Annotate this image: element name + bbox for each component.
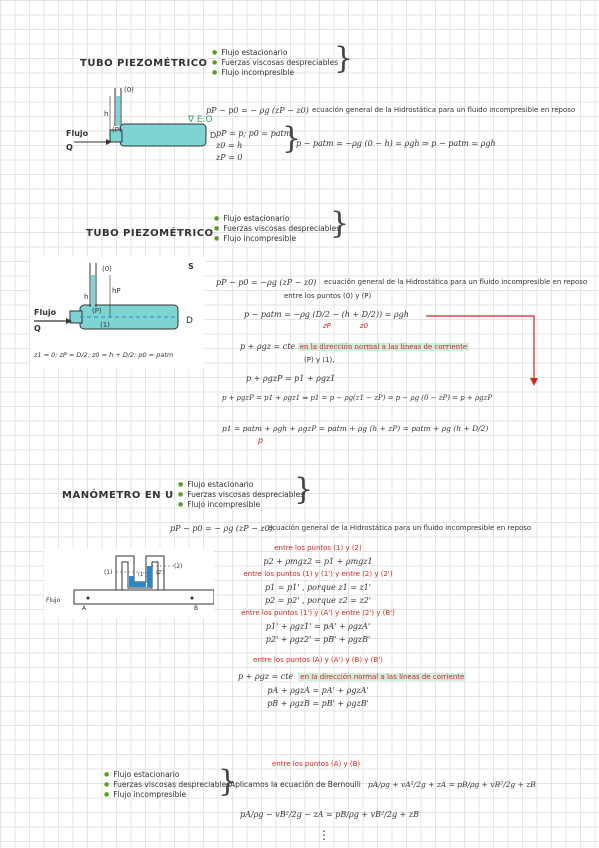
diagram-panel-3: (1) (2) (1') (2') Flujo A B bbox=[44, 548, 215, 618]
eq2-2: p − patm = −ρg (D/2 − (h + D/2)) = ρgh bbox=[244, 310, 409, 319]
step-eq: p2 + ρmgz2 = p1 + ρmgz1 bbox=[263, 557, 373, 566]
end-mark: ⋮ bbox=[318, 828, 330, 842]
eq-system-line: zP = 0 bbox=[216, 153, 243, 162]
step-eq: p1' + ρgz1' = pA' + ρgzA' bbox=[265, 622, 371, 631]
h-label: h bbox=[84, 293, 88, 301]
final-eq: pA/ρg − vB²/2g − zA = pB/ρg + vB²/2g + z… bbox=[240, 810, 419, 819]
point1-label: (1) bbox=[100, 321, 110, 329]
eq-result-1: p − patm = −ρg (0 − h) = ρgh ⇒ p − patm … bbox=[296, 139, 496, 148]
hp-label: hP bbox=[112, 287, 121, 295]
condition-item: Flujo estacionario bbox=[214, 214, 340, 224]
step-eqred: p + ρgz = cte en la dirección normal a l… bbox=[238, 667, 467, 684]
Q-label: Q bbox=[34, 324, 41, 333]
eq1-text-2: ecuación general de la Hidrostática para… bbox=[324, 278, 588, 286]
step-red-hl: en la dirección normal a las líneas de c… bbox=[298, 673, 467, 681]
under-zp: zP bbox=[323, 322, 331, 330]
condition-item: Flujo incompresible bbox=[214, 234, 340, 244]
eq-general-text-1: ecuación general de la Hidrostática para… bbox=[312, 106, 576, 114]
condition-item: Flujo incompresible bbox=[178, 500, 304, 510]
eq-system-line: z0 = h bbox=[216, 141, 243, 150]
level-mark: ∇ E.O bbox=[187, 115, 213, 125]
eq-system: pP = p; p0 = patm z0 = h zP = 0 bbox=[216, 128, 291, 164]
S-label: S bbox=[188, 262, 194, 271]
under-z0: z0 bbox=[360, 322, 369, 330]
step-red: entre los puntos (1) y (2) bbox=[274, 544, 362, 552]
p1p-label: (1') bbox=[138, 572, 147, 578]
eq-general-3: pP − p0 = − ρg (zP − z0) bbox=[170, 524, 273, 533]
pointP-label: (P) bbox=[112, 126, 122, 134]
step-red: entre los puntos (1') y (A') y entre (2'… bbox=[241, 609, 395, 617]
eq4-2: p + ρgzP = p1 + ρgz1 bbox=[246, 374, 336, 383]
red-arrow bbox=[426, 315, 538, 386]
B-label: B bbox=[194, 605, 198, 612]
flow-label: Flujo bbox=[66, 129, 89, 138]
section2-title: TUBO PIEZOMÉTRICO bbox=[86, 228, 214, 239]
flow-label: Flujo bbox=[46, 597, 61, 604]
bernoulli-text: Aplicamos la ecuación de Bernoulli bbox=[230, 780, 361, 789]
section1-title: TUBO PIEZOMÉTRICO bbox=[80, 58, 208, 69]
bernoulli-conditions: Flujo estacionario Fuerzas viscosas desp… bbox=[104, 770, 230, 800]
steps-list: entre los puntos (1) y (2) p2 + ρmgz2 = … bbox=[238, 542, 467, 710]
eq3-2: p + ρgz = cte en la dirección normal a l… bbox=[240, 342, 470, 351]
brace: } bbox=[330, 206, 350, 241]
point0-label: (0) bbox=[124, 86, 134, 94]
step-eq: pB + ρgzB = pB' + ρgzB' bbox=[267, 699, 369, 708]
brace: } bbox=[282, 121, 302, 156]
section3-conditions: Flujo estacionario Fuerzas viscosas desp… bbox=[178, 480, 304, 510]
eq3-red: en la dirección normal a las líneas de c… bbox=[297, 343, 470, 351]
bottom-eq: z1 = 0; zP = D/2; z0 = h + D/2; p0 = pat… bbox=[33, 351, 173, 359]
step-eq: p2 = p2' , porque z2 = z2' bbox=[265, 596, 371, 605]
step-red: entre los puntos (A) y (A') y (B) y (B') bbox=[253, 656, 383, 664]
brace: } bbox=[294, 472, 314, 507]
bernoulli-eq: pA/ρg + vA²/2g + zA = pB/ρg + vB²/2g + z… bbox=[368, 780, 536, 789]
point0-label: (0) bbox=[102, 265, 112, 273]
under-p: p bbox=[258, 436, 264, 445]
p1-label: (1) bbox=[104, 569, 113, 576]
eq3: p + ρgz = cte bbox=[240, 342, 296, 351]
condition-item: Flujo estacionario bbox=[212, 48, 338, 58]
step-eq: p + ρgz = cte bbox=[238, 672, 294, 681]
section2-conditions: Flujo estacionario Fuerzas viscosas desp… bbox=[214, 214, 340, 244]
bernoulli-red: entre los puntos (A) y (B) bbox=[272, 760, 361, 768]
step-red: entre los puntos (1) y (1') y entre (2) … bbox=[243, 570, 393, 578]
eq-general-1: pP − p0 = − ρg (zP − z0) bbox=[206, 106, 309, 115]
section1-conditions: Flujo estacionario Fuerzas viscosas desp… bbox=[212, 48, 338, 78]
piezometer-diagram-1: (0) h (P) D Flujo Q ∇ E.O bbox=[66, 86, 216, 152]
eq5-2: p + ρgzP = p1 + ρgz1 ⇒ p1 = p − ρg(z1 − … bbox=[222, 394, 493, 402]
flow-label: Flujo bbox=[34, 308, 57, 317]
eq-system-line: pP = p; p0 = patm bbox=[216, 129, 292, 138]
section3-title: MANÓMETRO EN U bbox=[62, 490, 174, 501]
pointP-label: (P) bbox=[92, 307, 102, 315]
condition-item: Fuerzas viscosas despreciables bbox=[212, 58, 338, 68]
eq3-text: (P) y (1), bbox=[304, 356, 335, 364]
Q-label: Q bbox=[66, 143, 73, 152]
diagram-panel-2: (0) h hP (P) (1) D S Flujo Q z1 = 0; zP … bbox=[30, 257, 205, 369]
eq-general-text-3: ecuación general de la Hidrostática para… bbox=[268, 524, 532, 532]
step-eq: pA + ρgzA = pA' + ρgzA' bbox=[267, 686, 369, 695]
condition-item: Flujo incompresible bbox=[104, 790, 230, 800]
u-manometer-diagram: (1) (2) (1') (2') Flujo A B bbox=[46, 555, 215, 612]
condition-item: Fuerzas viscosas despreciables bbox=[178, 490, 304, 500]
step-eq: p1 = p1' , porque z1 = z1' bbox=[265, 583, 371, 592]
p2-label: (2) bbox=[174, 563, 183, 570]
condition-item: Fuerzas viscosas despreciables bbox=[104, 780, 230, 790]
h-label: h bbox=[104, 110, 108, 118]
piezometer-diagram-2: (0) h hP (P) (1) D S Flujo Q z1 = 0; zP … bbox=[33, 262, 194, 359]
eq6-2: p1 = patm + ρgh + ρgzP = patm + ρg (h + … bbox=[222, 424, 489, 433]
p2p-label: (2') bbox=[156, 570, 165, 576]
condition-item: Flujo estacionario bbox=[178, 480, 304, 490]
D-label: D bbox=[186, 316, 193, 326]
brace: } bbox=[334, 41, 354, 76]
D-label: D bbox=[210, 131, 216, 140]
condition-item: Flujo estacionario bbox=[104, 770, 230, 780]
eq1-2: pP − p0 = −ρg (zP − z0) bbox=[216, 278, 317, 287]
condition-item: Flujo incompresible bbox=[212, 68, 338, 78]
eq1-text2-2: entre los puntos (0) y (P) bbox=[284, 292, 372, 300]
brace: } bbox=[218, 764, 238, 799]
A-label: A bbox=[82, 605, 87, 612]
condition-item: Fuerzas viscosas despreciables bbox=[214, 224, 340, 234]
step-eq: p2' + ρgz2' = pB' + ρgzB' bbox=[265, 635, 371, 644]
